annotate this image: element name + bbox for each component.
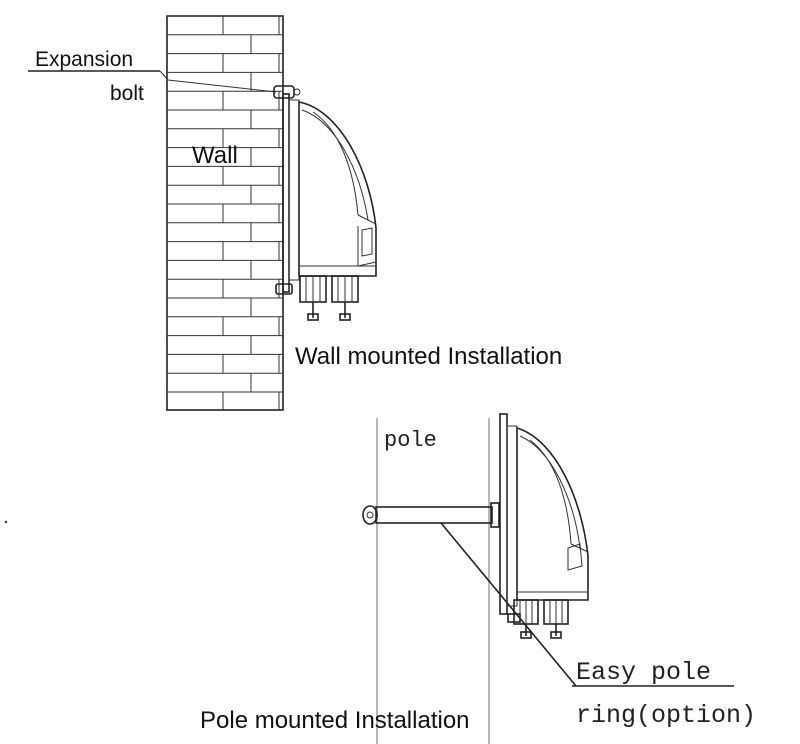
- easy-pole-ring-label-line2: ring(option): [576, 701, 756, 730]
- wall-label: Wall: [192, 142, 238, 169]
- expansion-bolt-label-line2: bolt: [110, 82, 144, 105]
- brick-wall: [166, 15, 284, 411]
- pole-mounting-bracket: [362, 502, 577, 687]
- easy-pole-ring-label-line1: Easy pole: [576, 658, 711, 687]
- wall-mounted-caption: Wall mounted Installation: [295, 343, 562, 370]
- expansion-bolt-leader: [28, 70, 277, 93]
- expansion-bolt-label-line1: Expansion: [35, 48, 133, 71]
- wall-mounted-fixture: [273, 85, 377, 321]
- pole-mounted-fixture: [499, 413, 589, 639]
- stray-dot: [4, 520, 8, 524]
- pole-label: pole: [384, 428, 437, 453]
- pole-mounted-caption: Pole mounted Installation: [200, 707, 470, 734]
- wall-bricks: [167, 15, 283, 410]
- pole: [376, 418, 490, 744]
